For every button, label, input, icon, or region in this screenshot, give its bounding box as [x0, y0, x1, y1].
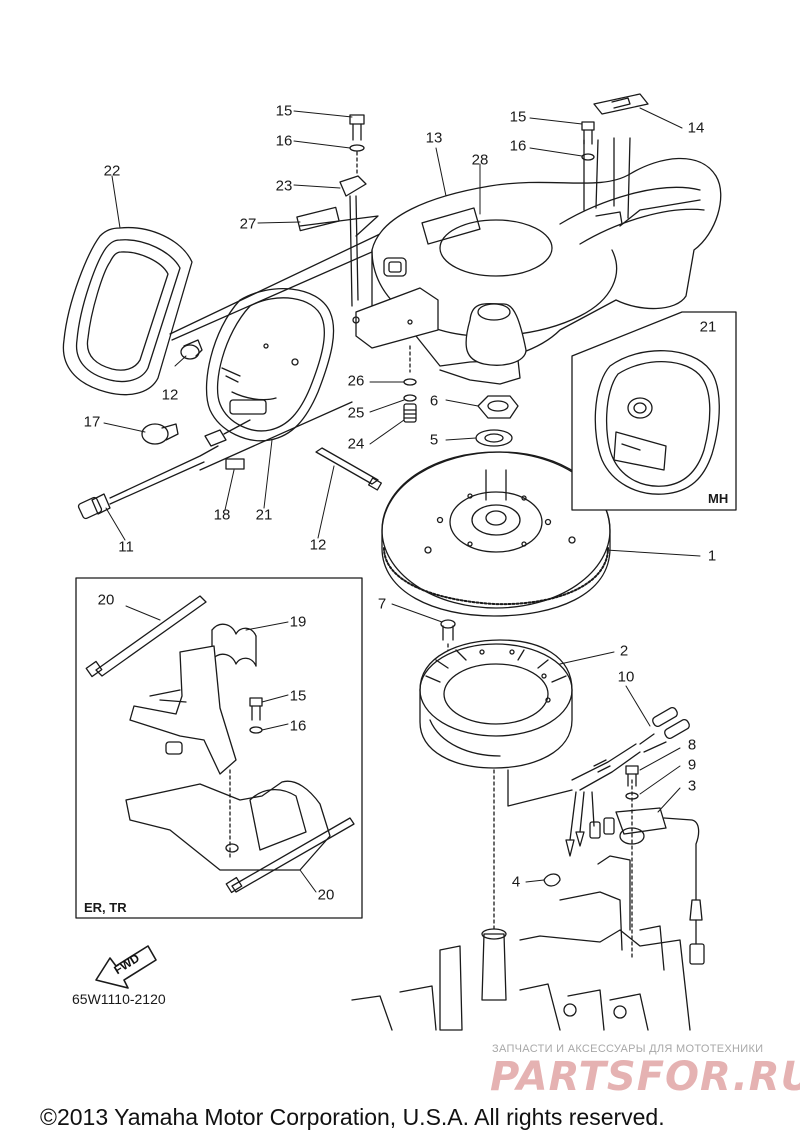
label-18	[225, 458, 245, 470]
callout-26: 26	[347, 372, 365, 390]
inset-mh-tag: MH	[708, 491, 729, 506]
mh-inset-box	[571, 311, 737, 511]
callout-21: 21	[699, 318, 717, 336]
callout-22: 22	[103, 162, 121, 180]
callout-15: 15	[509, 108, 527, 126]
callout-23: 23	[275, 177, 293, 195]
flywheel-1	[381, 451, 611, 617]
callout-13: 13	[425, 129, 443, 147]
callout-24: 24	[347, 435, 365, 453]
callout-20: 20	[317, 886, 335, 904]
callout-9: 9	[687, 756, 697, 774]
callout-7: 7	[377, 595, 387, 613]
inset-er-tr-tag: ER, TR	[84, 900, 127, 915]
callout-18: 18	[213, 506, 231, 524]
bolt-15-upper-left	[349, 114, 365, 177]
stator-2	[419, 639, 573, 769]
callout-21: 21	[255, 506, 273, 524]
plug-17	[141, 423, 179, 445]
nut-6	[477, 395, 519, 419]
copyright-notice: ©2013 Yamaha Motor Corporation, U.S.A. A…	[40, 1104, 665, 1130]
er-tr-inset-box	[75, 577, 363, 919]
callout-28: 28	[471, 151, 489, 169]
clamp-23	[339, 175, 367, 307]
callout-6: 6	[429, 392, 439, 410]
washer-5	[475, 429, 513, 447]
callout-8: 8	[687, 736, 697, 754]
callout-16: 16	[289, 717, 307, 735]
wire-harness-10	[507, 706, 690, 857]
callout-5: 5	[429, 431, 439, 449]
callout-14: 14	[687, 119, 705, 137]
plate-14	[593, 93, 649, 115]
callout-10: 10	[617, 668, 635, 686]
grommet-12	[180, 339, 203, 360]
engine-block	[351, 769, 691, 1031]
callout-11: 11	[118, 538, 134, 556]
forward-arrow-icon	[95, 945, 157, 989]
callout-3: 3	[687, 777, 697, 795]
callout-2: 2	[619, 642, 629, 660]
woodruff-key-4	[543, 873, 561, 887]
callout-15: 15	[289, 687, 307, 705]
callout-12: 12	[309, 536, 327, 554]
callout-16: 16	[509, 137, 527, 155]
label-27	[296, 206, 340, 232]
watermark-tagline: ЗАПЧАСТИ И АКСЕССУАРЫ ДЛЯ МОТОТЕХНИКИ	[492, 1043, 764, 1055]
callout-4: 4	[511, 873, 521, 891]
callout-17: 17	[83, 413, 101, 431]
diagram-code: 65W1110-2120	[72, 991, 166, 1007]
callout-27: 27	[239, 215, 257, 233]
label-28	[421, 207, 481, 245]
callout-20: 20	[97, 591, 115, 609]
seal-ring-22	[62, 226, 193, 396]
bolt-24-washers	[403, 345, 417, 423]
callout-1: 1	[707, 547, 717, 565]
pulser-coil-3	[615, 807, 705, 965]
cable-11	[77, 419, 251, 520]
bolt-15-upper-right	[581, 121, 595, 161]
cable-tie-12	[315, 447, 382, 491]
callout-15: 15	[275, 102, 293, 120]
callout-19: 19	[289, 613, 307, 631]
flywheel-cover-13	[352, 137, 722, 385]
callout-25: 25	[347, 404, 365, 422]
callout-12: 12	[161, 386, 179, 404]
intake-silencer-21	[205, 288, 335, 442]
watermark-logo: PARTSFOR.RU	[490, 1054, 800, 1100]
callout-16: 16	[275, 132, 293, 150]
